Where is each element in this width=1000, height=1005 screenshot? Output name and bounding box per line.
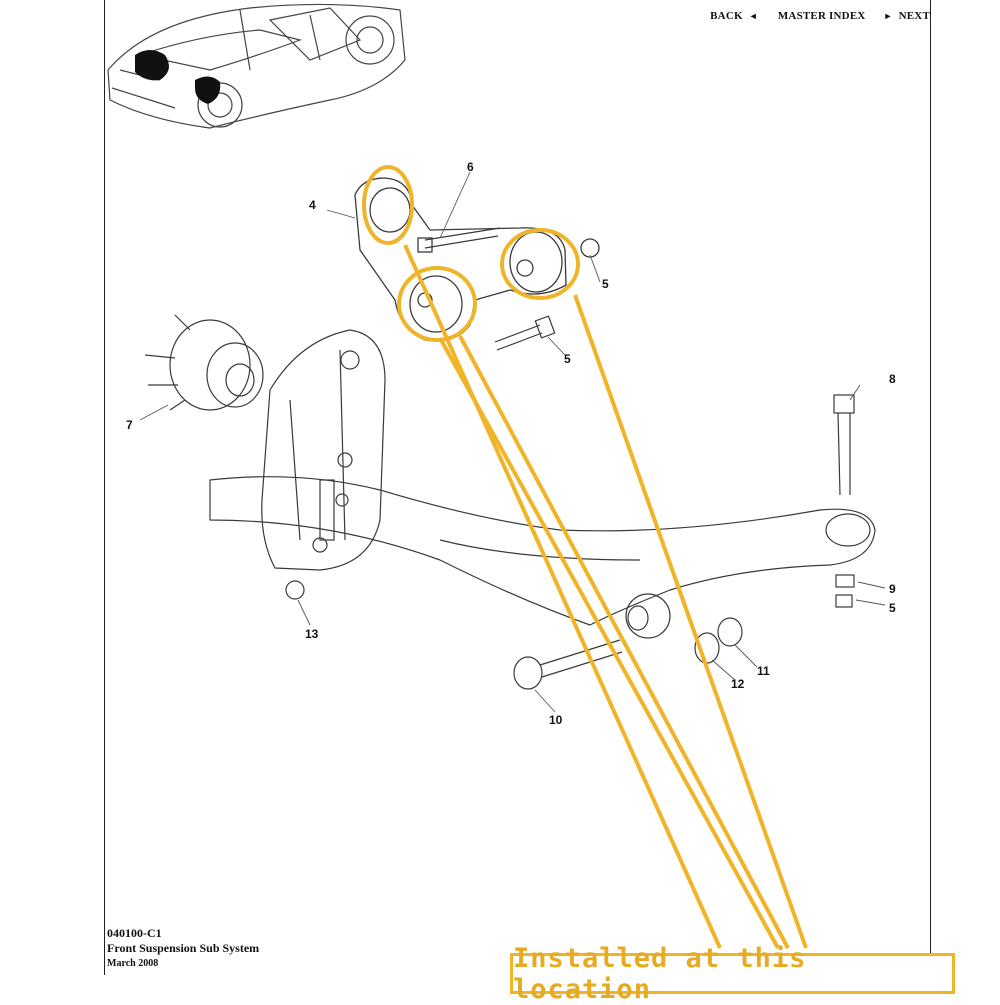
back-link[interactable]: BACK	[710, 10, 743, 22]
part-number-5-upper-rear: 5	[602, 277, 609, 291]
washers-11-12	[285, 580, 743, 664]
leader-lines	[139, 171, 886, 713]
part-number-4: 4	[309, 198, 316, 212]
part-number-5-lower: 5	[889, 601, 896, 615]
document-footer: 040100-C1 Front Suspension Sub System Ma…	[107, 926, 259, 971]
navigation-bar: BACK ◄ MASTER INDEX ► NEXT	[710, 10, 930, 22]
bolt-10	[513, 639, 623, 690]
installed-location-callout: Installed at this location	[510, 943, 955, 1005]
highlight-line-2	[438, 337, 780, 949]
subsystem-title: Front Suspension Sub System	[107, 941, 260, 955]
lower-wishbone	[209, 476, 876, 639]
stud-8	[833, 394, 855, 608]
part-number-6: 6	[467, 160, 474, 174]
part-number-12: 12	[731, 677, 745, 691]
part-number-11: 11	[757, 664, 770, 678]
part-number-7: 7	[126, 418, 133, 432]
highlight-ring-bush-front	[397, 266, 477, 342]
part-number-13: 13	[305, 627, 319, 641]
highlight-ring-bush-rear	[500, 228, 580, 300]
car-highlight-shapes	[135, 50, 221, 104]
next-arrow-icon: ►	[883, 11, 893, 21]
page-frame-left	[104, 0, 105, 975]
highlight-line-1	[403, 244, 722, 949]
highlight-ring-bush-top	[362, 165, 414, 245]
document-code: 040100-C1	[107, 926, 162, 940]
highlight-line-3	[573, 294, 808, 949]
highlight-overlay	[362, 165, 808, 949]
next-link[interactable]: NEXT	[898, 10, 930, 22]
callout-text: Installed at this location	[513, 942, 807, 1005]
highlight-line-2b	[458, 335, 790, 949]
part-number-9: 9	[889, 582, 896, 596]
bolt-5-upper	[494, 315, 556, 351]
hub-and-knuckle	[144, 314, 386, 571]
upper-control-arm	[354, 177, 600, 342]
document-date: March 2008	[107, 958, 159, 969]
part-number-10: 10	[549, 713, 563, 727]
part-number-5-bolt: 5	[564, 352, 571, 366]
master-index-link[interactable]: MASTER INDEX	[777, 10, 866, 22]
back-arrow-icon: ◄	[748, 11, 758, 21]
part-number-8: 8	[889, 372, 896, 386]
page-frame-right	[930, 0, 931, 955]
